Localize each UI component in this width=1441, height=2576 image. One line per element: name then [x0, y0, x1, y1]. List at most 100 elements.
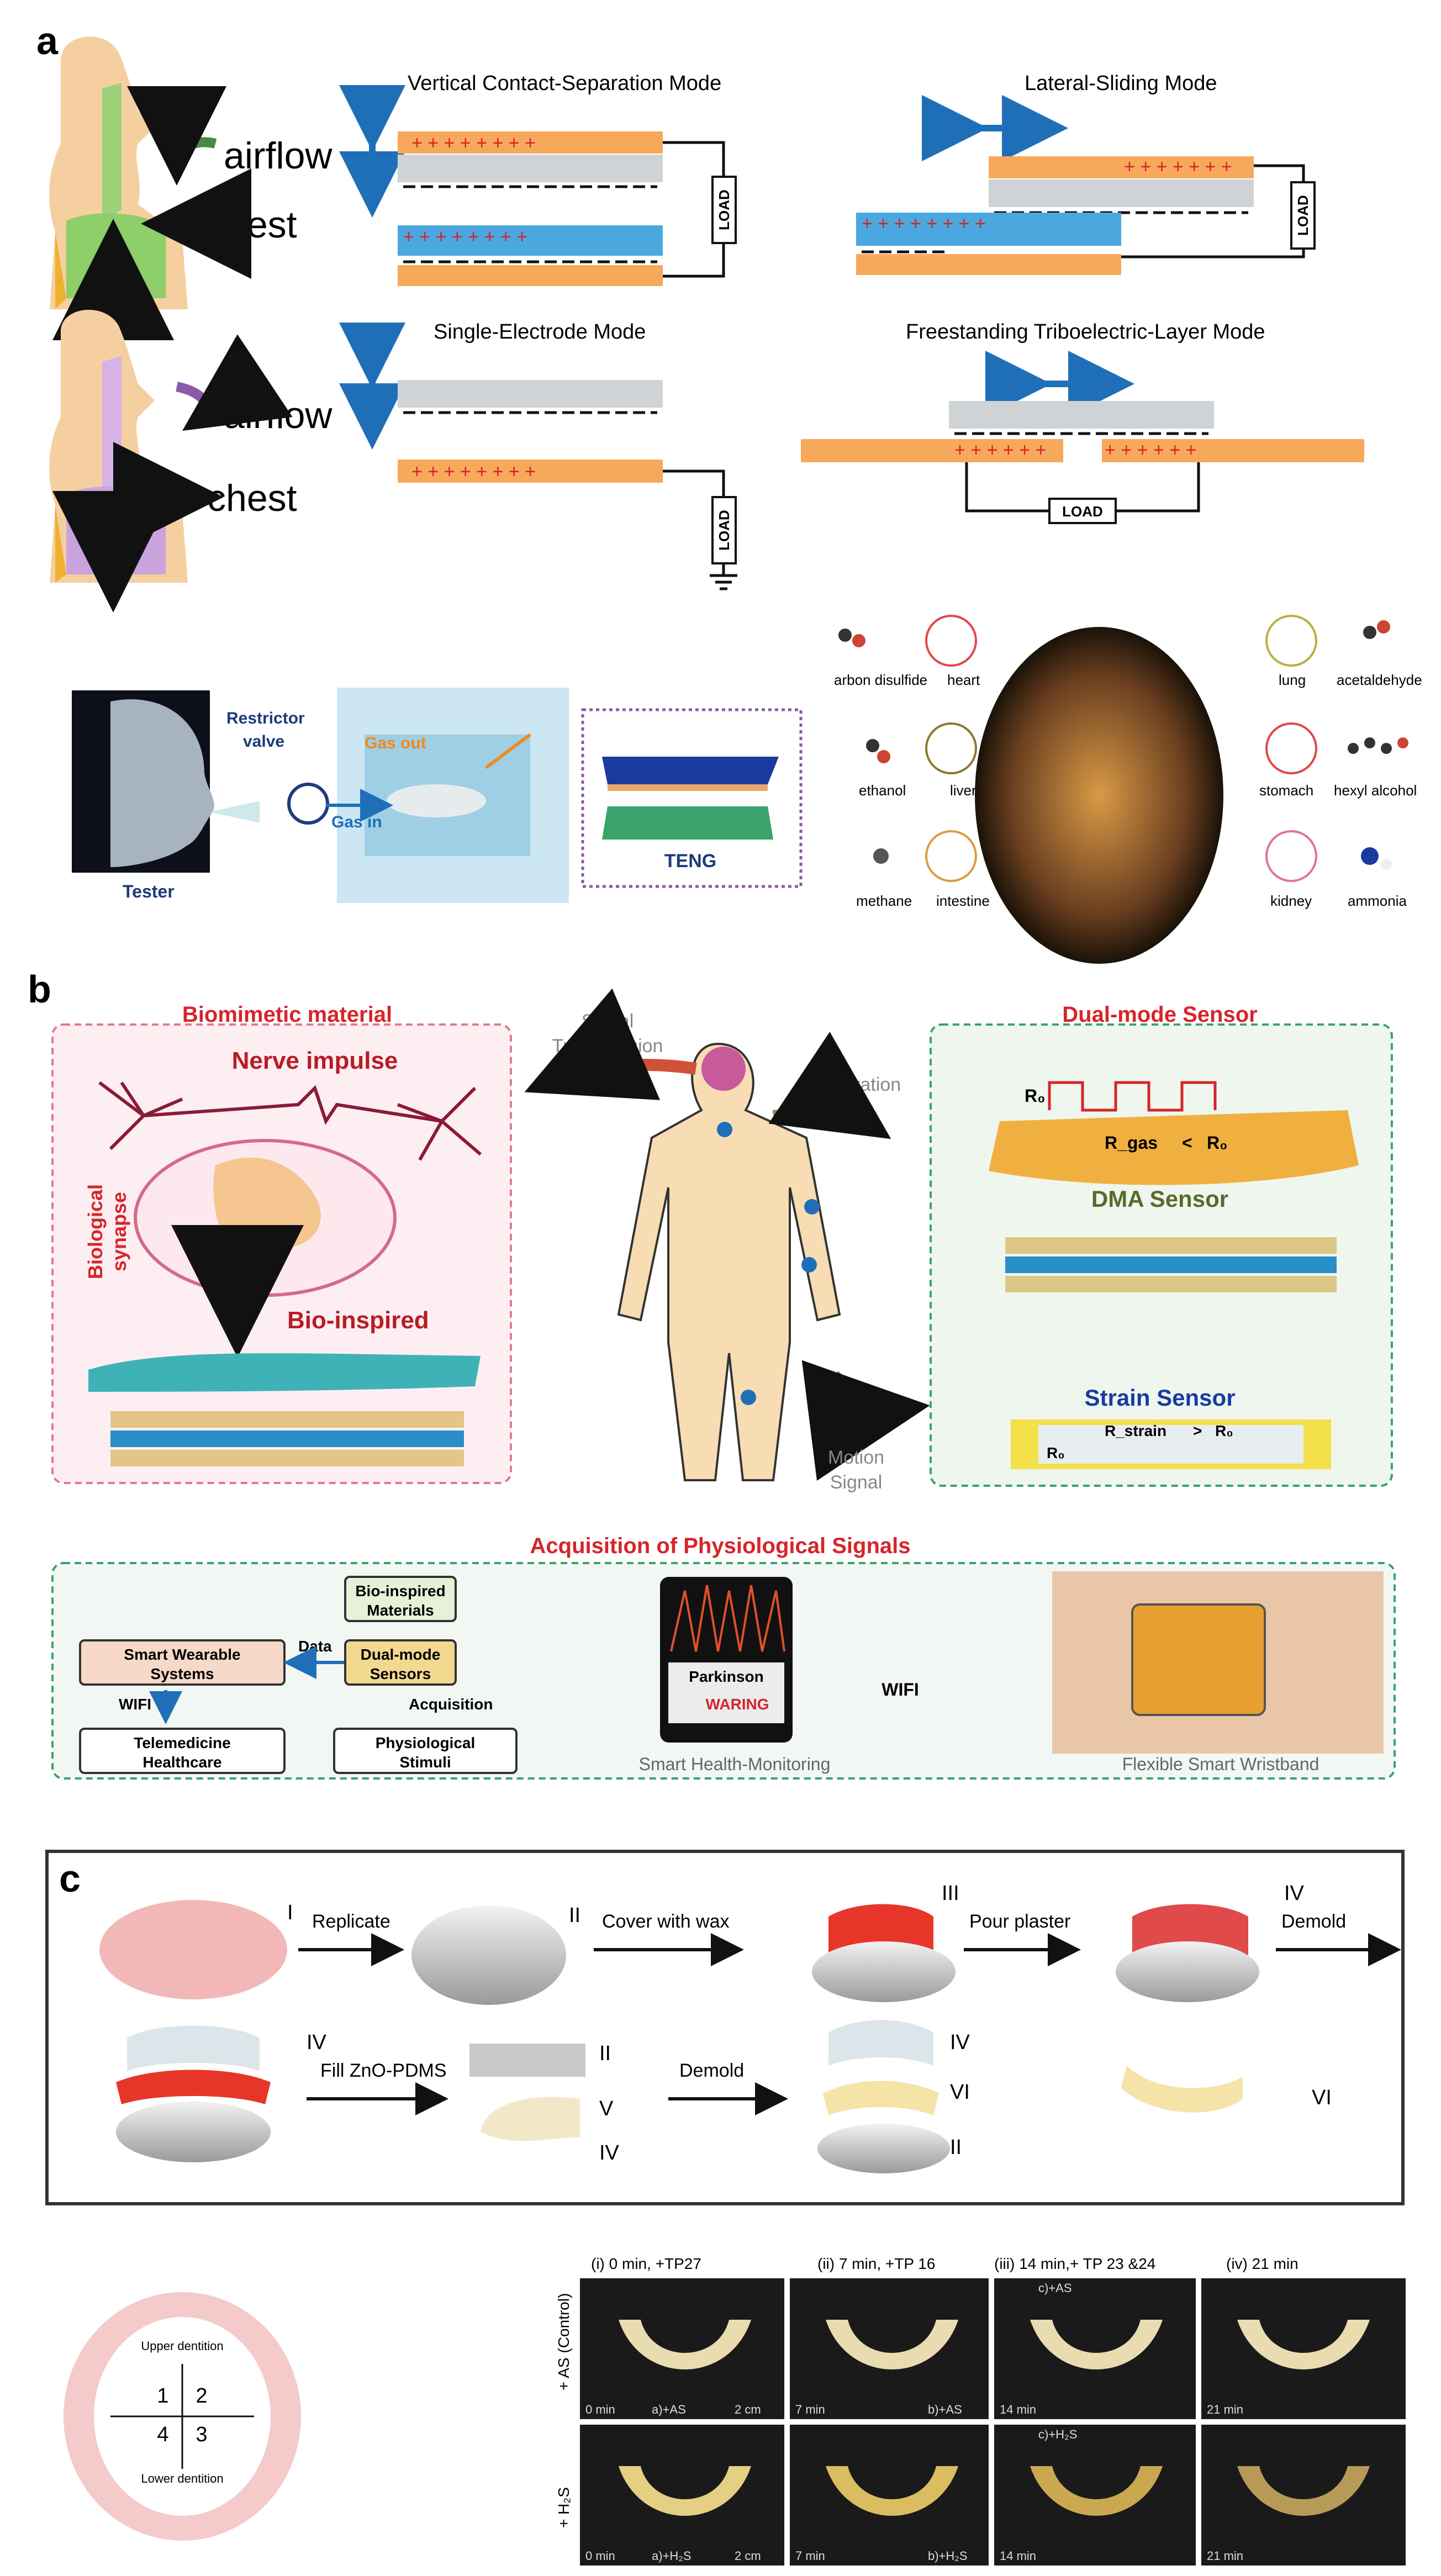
dma-square-wave [1048, 1081, 1217, 1112]
bio-inspired-label: Bio-inspired [287, 1307, 429, 1334]
lateral-bottom-orange [856, 254, 1121, 275]
quadrant-2: 2 [196, 2384, 207, 2408]
airflow-arrow-1 [127, 86, 227, 186]
heart-icon [925, 615, 977, 667]
freestanding-gap [1063, 439, 1102, 462]
pour-plaster-label: Pour plaster [969, 1911, 1070, 1932]
photo-grid [580, 2278, 1406, 2566]
smart-wearable-line2: Systems [150, 1665, 214, 1682]
panel-a: a airflow chest airflow chest Vertical C… [36, 19, 1422, 964]
label-II-1: II [569, 1904, 580, 1927]
nerve-impulse-label: Nerve impulse [232, 1047, 398, 1074]
demold-label-1: Demold [1281, 1911, 1346, 1932]
knee-dot [741, 1390, 756, 1405]
smart-wearable-line1: Smart Wearable [124, 1646, 240, 1663]
ethanol-label: ethanol [859, 782, 906, 799]
ammonia-label: ammonia [1348, 893, 1407, 909]
demold-label-2: Demold [679, 2060, 744, 2081]
exhale-figure [49, 309, 188, 583]
hexyl-alcohol-label: hexyl alcohol [1334, 782, 1417, 799]
dma-r0-1: R₀ [1025, 1086, 1046, 1106]
layered-structure-b-left [110, 1411, 464, 1466]
physiological-box [333, 1728, 518, 1774]
lateral-bottom-charges: + + + + + + + + [862, 213, 986, 234]
airflow-arrow-2 [176, 334, 293, 431]
time-h2s-21: 21 min [1207, 2549, 1243, 2563]
freestanding-charges-left: + + + + + + [954, 440, 1046, 461]
liver-icon [925, 722, 977, 774]
lateral-top-charges: + + + + + + + [1124, 156, 1232, 177]
data-label: Data [298, 1638, 332, 1655]
chest-label-2: chest [207, 477, 297, 519]
human-body-organs [975, 627, 1223, 964]
heart-label: heart [947, 672, 980, 688]
smart-health-label: Smart Health-Monitoring [639, 1754, 831, 1774]
annot-b-h2s: b)+H₂S [928, 2549, 968, 2563]
freestanding-charges-right: + + + + + + [1105, 440, 1196, 461]
freestanding-grey [949, 401, 1214, 429]
row-label-as: + AS (Control) [555, 2293, 572, 2391]
annot-a-h2s: a)+H₂S [652, 2549, 692, 2563]
telemedicine-box [79, 1728, 286, 1774]
gas-in-label: Gas in [331, 813, 382, 831]
row-label-h2s: + H₂S [555, 2487, 572, 2528]
time-as-7: 7 min [795, 2403, 825, 2416]
plaster-IV [1132, 1904, 1248, 1955]
vertical-top-orange [398, 131, 663, 154]
teng-label: TENG [664, 851, 716, 872]
panel-c-label: c [59, 1857, 81, 1900]
label-II-3: II [950, 2136, 962, 2159]
strain-r0-2: R₀ [1047, 1444, 1065, 1461]
signal-label: Signal [582, 1011, 634, 1032]
wifi-label-2: WIFI [882, 1680, 919, 1699]
model-II-row2 [116, 2102, 271, 2162]
acquisition-label: Acquisition [409, 1696, 493, 1713]
signal-arrow [524, 988, 697, 1100]
col-header-ii: (ii) 7 min, +TP 16 [817, 2255, 935, 2272]
quadrant-4: 4 [157, 2423, 168, 2446]
stomach-icon [1265, 722, 1317, 774]
ring-VI [823, 2081, 939, 2115]
motion-arrow [801, 1360, 930, 1481]
strain-sensor-label: Strain Sensor [1084, 1385, 1235, 1411]
brain-icon [701, 1047, 746, 1091]
strain-rstrain: R_strain [1105, 1422, 1166, 1439]
label-II-2: II [599, 2042, 611, 2065]
dual-mode-title: Dual-mode Sensor [1062, 1002, 1257, 1027]
dma-sensor-film [989, 1110, 1359, 1185]
col-header-iii: (iii) 14 min,+ TP 23 &24 [994, 2255, 1155, 2272]
dual-mode-box [930, 1023, 1393, 1487]
single-charges: + + + + + + + + [411, 461, 536, 482]
physiological-line1: Physiological [376, 1734, 476, 1751]
dma-lt: < [1182, 1133, 1192, 1153]
expiration-label: Expiration [817, 1074, 901, 1095]
annot-a-as: a)+AS [652, 2403, 686, 2416]
lateral-mode-title: Lateral-Sliding Mode [1025, 72, 1217, 95]
model-IV-base [1116, 1941, 1259, 2002]
panel-c: c I Replicate II Cover with wax III Pour… [45, 1850, 1406, 2566]
ground-symbol [710, 574, 737, 590]
lateral-top-grey [989, 180, 1254, 207]
label-IV-4: IV [950, 2031, 970, 2054]
freestanding-load-label: LOAD [1062, 503, 1103, 520]
plaster-IV-row2 [127, 2025, 260, 2071]
restrictor-valve-circle [287, 783, 329, 825]
acetaldehyde-label: acetaldehyde [1337, 672, 1422, 688]
scale-bar-as: 2 cm [735, 2403, 761, 2416]
label-V: V [599, 2097, 614, 2120]
vertical-mode-title: Vertical Contact-Separation Mode [408, 72, 721, 95]
plaster-IV-row2b [828, 2020, 933, 2066]
lung-icon [1265, 615, 1317, 667]
scale-bar-h2s: 2 cm [735, 2549, 761, 2563]
wax-row2 [116, 2070, 271, 2104]
teng-top-layer [602, 757, 779, 784]
col-header-iv: (iv) 21 min [1226, 2255, 1299, 2272]
dma-r0-2: R₀ [1207, 1133, 1228, 1153]
panel-b: b Biomimetic material Nerve impulse Biol… [28, 968, 1396, 1780]
lung-label: lung [1279, 672, 1306, 688]
wrist-dot [801, 1257, 817, 1273]
freestanding-load-box [1048, 498, 1117, 524]
quadrant-3: 3 [196, 2423, 207, 2446]
single-mode-title: Single-Electrode Mode [434, 320, 646, 344]
lower-dentition-label: Lower dentition [141, 2472, 223, 2485]
